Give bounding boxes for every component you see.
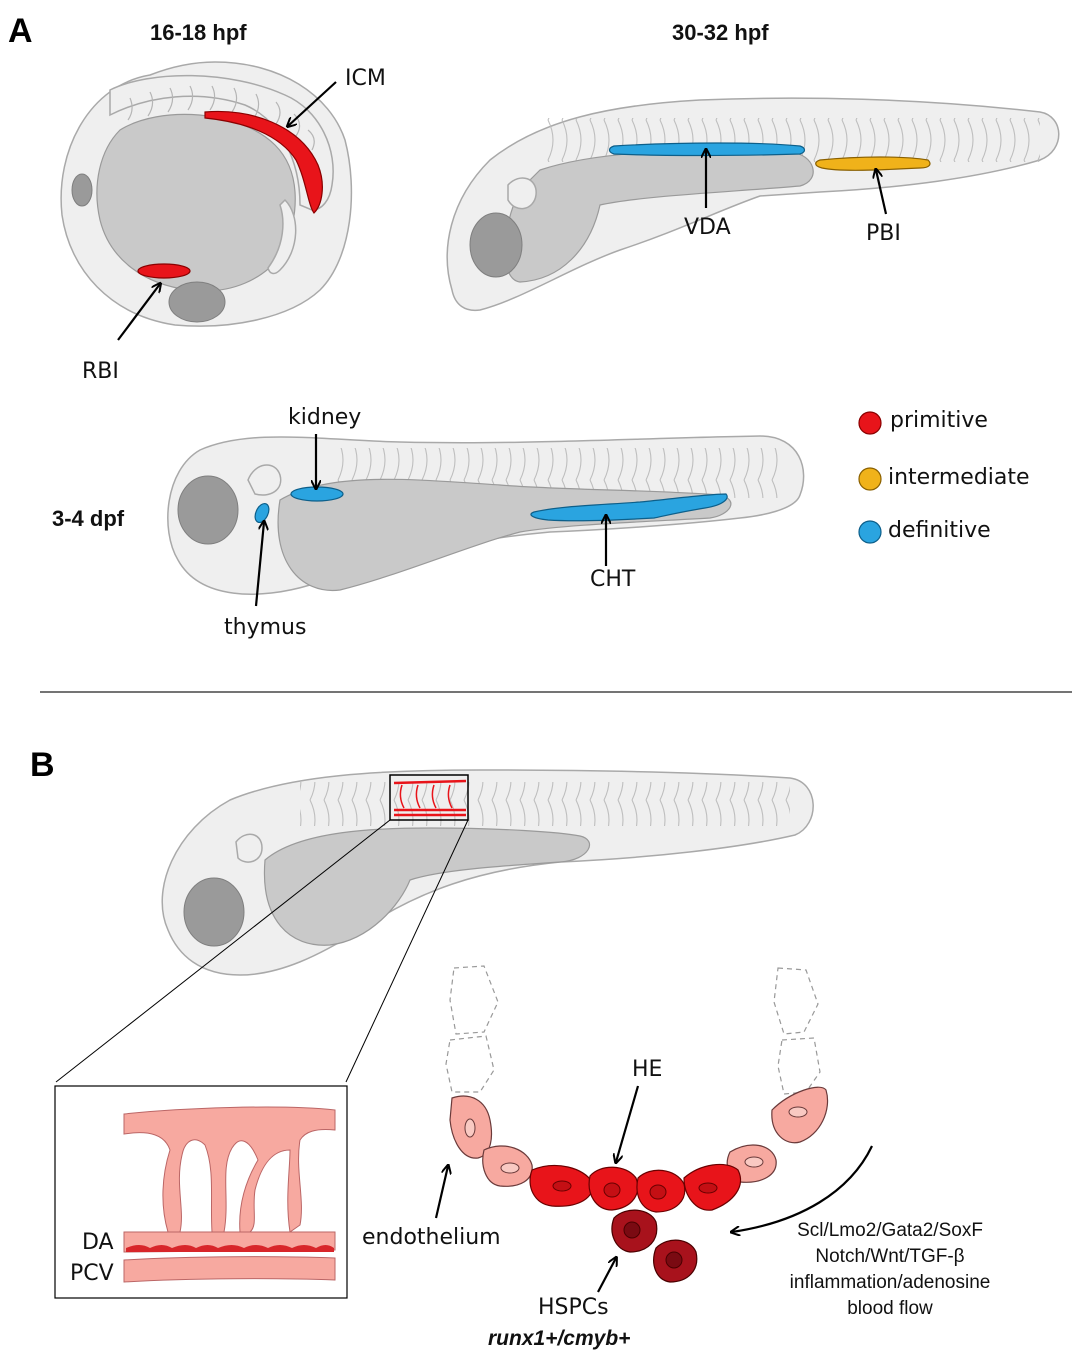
embryo-16-18hpf [61, 62, 351, 326]
label-vda: VDA [684, 215, 731, 240]
stage-label-30-32hpf: 30-32 hpf [672, 20, 769, 45]
panel-b-letter: B [30, 746, 55, 784]
he-arrow [616, 1086, 638, 1162]
label-endothelium: endothelium [362, 1225, 501, 1250]
label-pbi: PBI [866, 221, 901, 246]
label-he: HE [632, 1057, 662, 1082]
panel-a-letter: A [8, 12, 33, 50]
label-pcv: PCV [70, 1261, 114, 1286]
embryo-30-32hpf [447, 98, 1059, 310]
label-thymus: thymus [224, 615, 306, 640]
label-hspcs: HSPCs [538, 1295, 609, 1320]
aortic-floor-schematic [446, 966, 828, 1282]
stage-label-16-18hpf: 16-18 hpf [150, 20, 247, 45]
legend-definitive-swatch [859, 521, 881, 543]
label-rbi: RBI [82, 359, 119, 384]
label-kidney: kidney [288, 405, 361, 430]
factor-line-1: Scl/Lmo2/Gata2/SoxF [797, 1220, 983, 1241]
label-markers: runx1+/cmyb+ [488, 1327, 630, 1350]
factor-line-2: Notch/Wnt/TGF-β [815, 1246, 964, 1267]
hspc-arrow [598, 1258, 616, 1292]
legend-definitive: definitive [888, 518, 991, 543]
kidney-region [291, 487, 343, 501]
rbi-region [138, 264, 190, 278]
factor-line-3: inflammation/adenosine [790, 1272, 991, 1293]
posterior-cardinal-vein [124, 1257, 335, 1282]
label-cht: CHT [590, 567, 636, 592]
legend-primitive: primitive [890, 408, 988, 433]
label-icm: ICM [345, 66, 386, 91]
stage-label-3-4dpf: 3-4 dpf [52, 506, 125, 531]
embryo-panel-b [162, 770, 813, 975]
legend-primitive-swatch [859, 412, 881, 434]
legend-intermediate: intermediate [888, 465, 1030, 490]
legend: primitive intermediate definitive [859, 408, 1030, 543]
endothelium-arrow [436, 1166, 448, 1218]
signal-factors: Scl/Lmo2/Gata2/SoxF Notch/Wnt/TGF-β infl… [790, 1220, 991, 1319]
legend-intermediate-swatch [859, 468, 881, 490]
pbi-region [816, 157, 930, 170]
factor-line-4: blood flow [847, 1298, 933, 1319]
embryo-3-4dpf [168, 436, 804, 594]
label-da: DA [82, 1230, 114, 1255]
